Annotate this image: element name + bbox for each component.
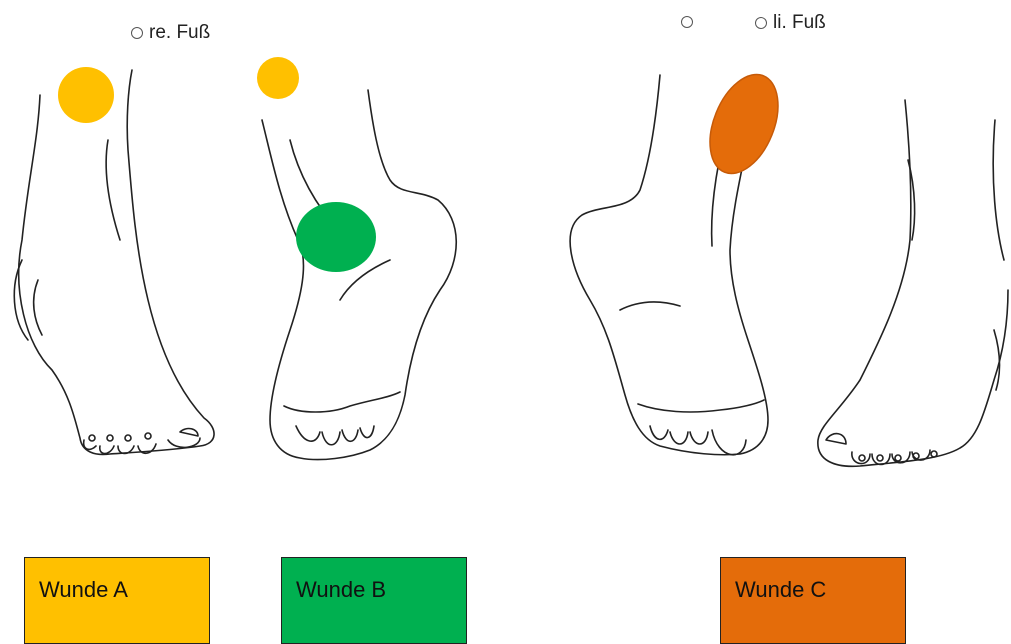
wound-a-legend: Wunde A — [24, 557, 210, 644]
wound-a-marker-2 — [257, 57, 299, 99]
wound-b-label: Wunde B — [296, 577, 386, 602]
wound-c-label: Wunde C — [735, 577, 826, 602]
wound-b-marker — [296, 202, 376, 272]
wound-c-legend: Wunde C — [720, 557, 906, 644]
right-foot-top-view — [14, 70, 214, 454]
wound-a-marker-1 — [58, 67, 114, 123]
wound-b-legend: Wunde B — [281, 557, 467, 644]
wound-a-label: Wunde A — [39, 577, 128, 602]
feet-diagram — [0, 0, 1011, 540]
wound-c-marker — [697, 65, 792, 184]
left-foot-top-view — [818, 100, 1008, 466]
right-foot-sole-view — [262, 90, 456, 460]
